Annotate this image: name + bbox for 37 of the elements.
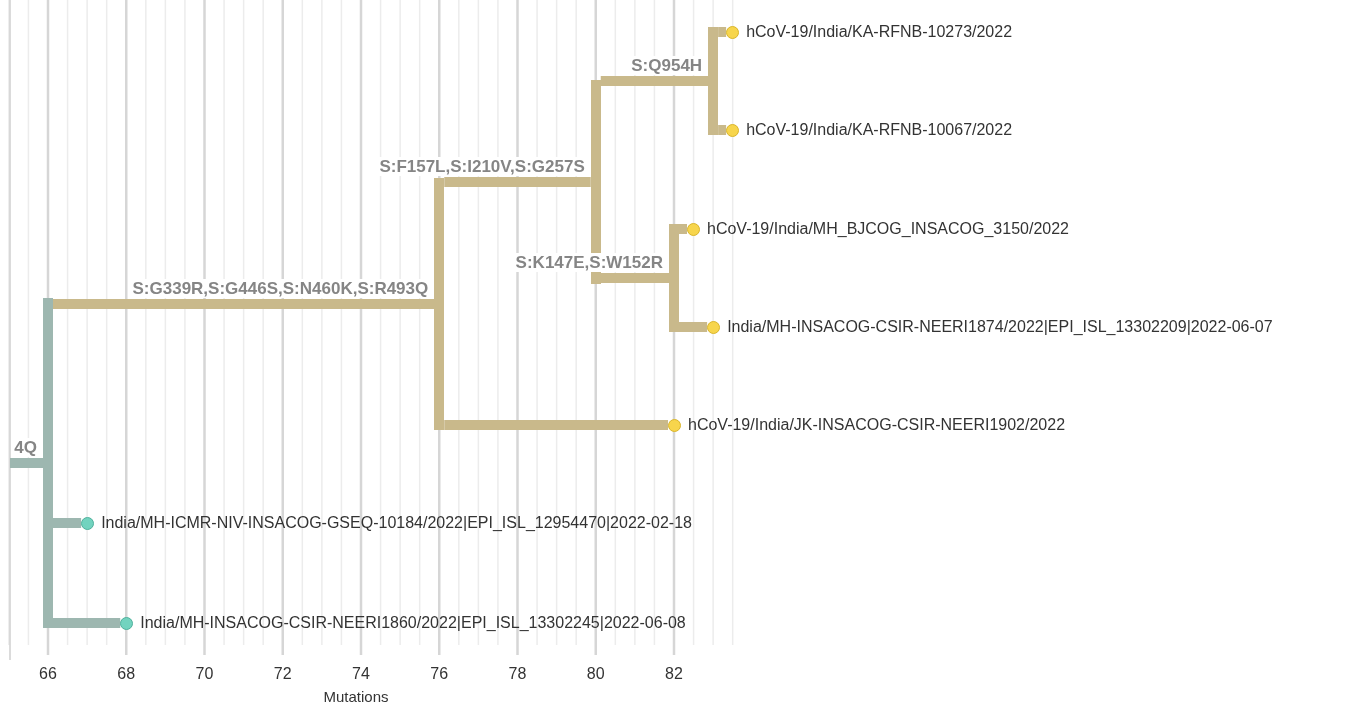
mutation-label: S:K147E,S:W152R — [513, 253, 665, 272]
tree-branch — [679, 322, 708, 332]
vertical-branch — [708, 27, 719, 135]
tree-branch — [53, 618, 121, 628]
mutation-label: S:G339R,S:G446S,S:N460K,S:R493Q — [130, 279, 431, 298]
axis-tick-label: 78 — [508, 665, 527, 683]
tree-branch — [718, 27, 727, 37]
sample-label: hCoV-19/India/MH_BJCOG_INSACOG_3150/2022 — [707, 221, 1069, 237]
tree-branch — [600, 76, 709, 86]
tree-branch — [53, 518, 82, 528]
axis-tick-label: 66 — [39, 665, 57, 683]
tree-branch — [679, 224, 687, 234]
sample-label: hCoV-19/India/KA-RFNB-10067/2022 — [746, 122, 1013, 138]
mutation-label: S:F157L,S:I210V,S:G257S — [377, 157, 587, 176]
sample-label: India/MH-INSACOG-CSIR-NEERI1874/2022|EPI_ISL_13302209|2022-06-07 — [727, 319, 1273, 335]
vertical-branch — [434, 178, 445, 430]
tree-branch — [600, 273, 669, 283]
axis-tick-label: 72 — [273, 665, 292, 683]
vertical-branch — [669, 224, 679, 332]
mutation-label: 4Q — [12, 438, 39, 457]
sample-label: India/MH-INSACOG-CSIR-NEERI1860/2022|EPI_ISL_13302245|2022-06-08 — [140, 615, 686, 631]
tree-branch — [444, 177, 591, 187]
tree-branch — [718, 125, 727, 135]
axis-tick-label: 82 — [665, 665, 683, 683]
tree-branch — [10, 458, 43, 468]
sample-label: India/MH-ICMR-NIV-INSACOG-GSEQ-10184/2022|EPI_ISL_12954470|2022-02-18 — [101, 515, 692, 531]
axis-tick-label: 76 — [430, 665, 449, 683]
vertical-branch — [43, 298, 53, 628]
axis-tick-label: 74 — [352, 665, 370, 683]
sample-label: hCoV-19/India/KA-RFNB-10273/2022 — [746, 24, 1013, 40]
sample-label: hCoV-19/India/JK-INSACOG-CSIR-NEERI1902/2022 — [688, 417, 1066, 433]
axis-tick-label: 70 — [195, 665, 214, 683]
axis-title: Mutations — [323, 688, 389, 705]
axis-tick-label: 68 — [117, 665, 136, 683]
axis-tick-label: 80 — [586, 665, 605, 683]
tree-branch — [53, 299, 435, 309]
tree-branch — [444, 420, 668, 430]
